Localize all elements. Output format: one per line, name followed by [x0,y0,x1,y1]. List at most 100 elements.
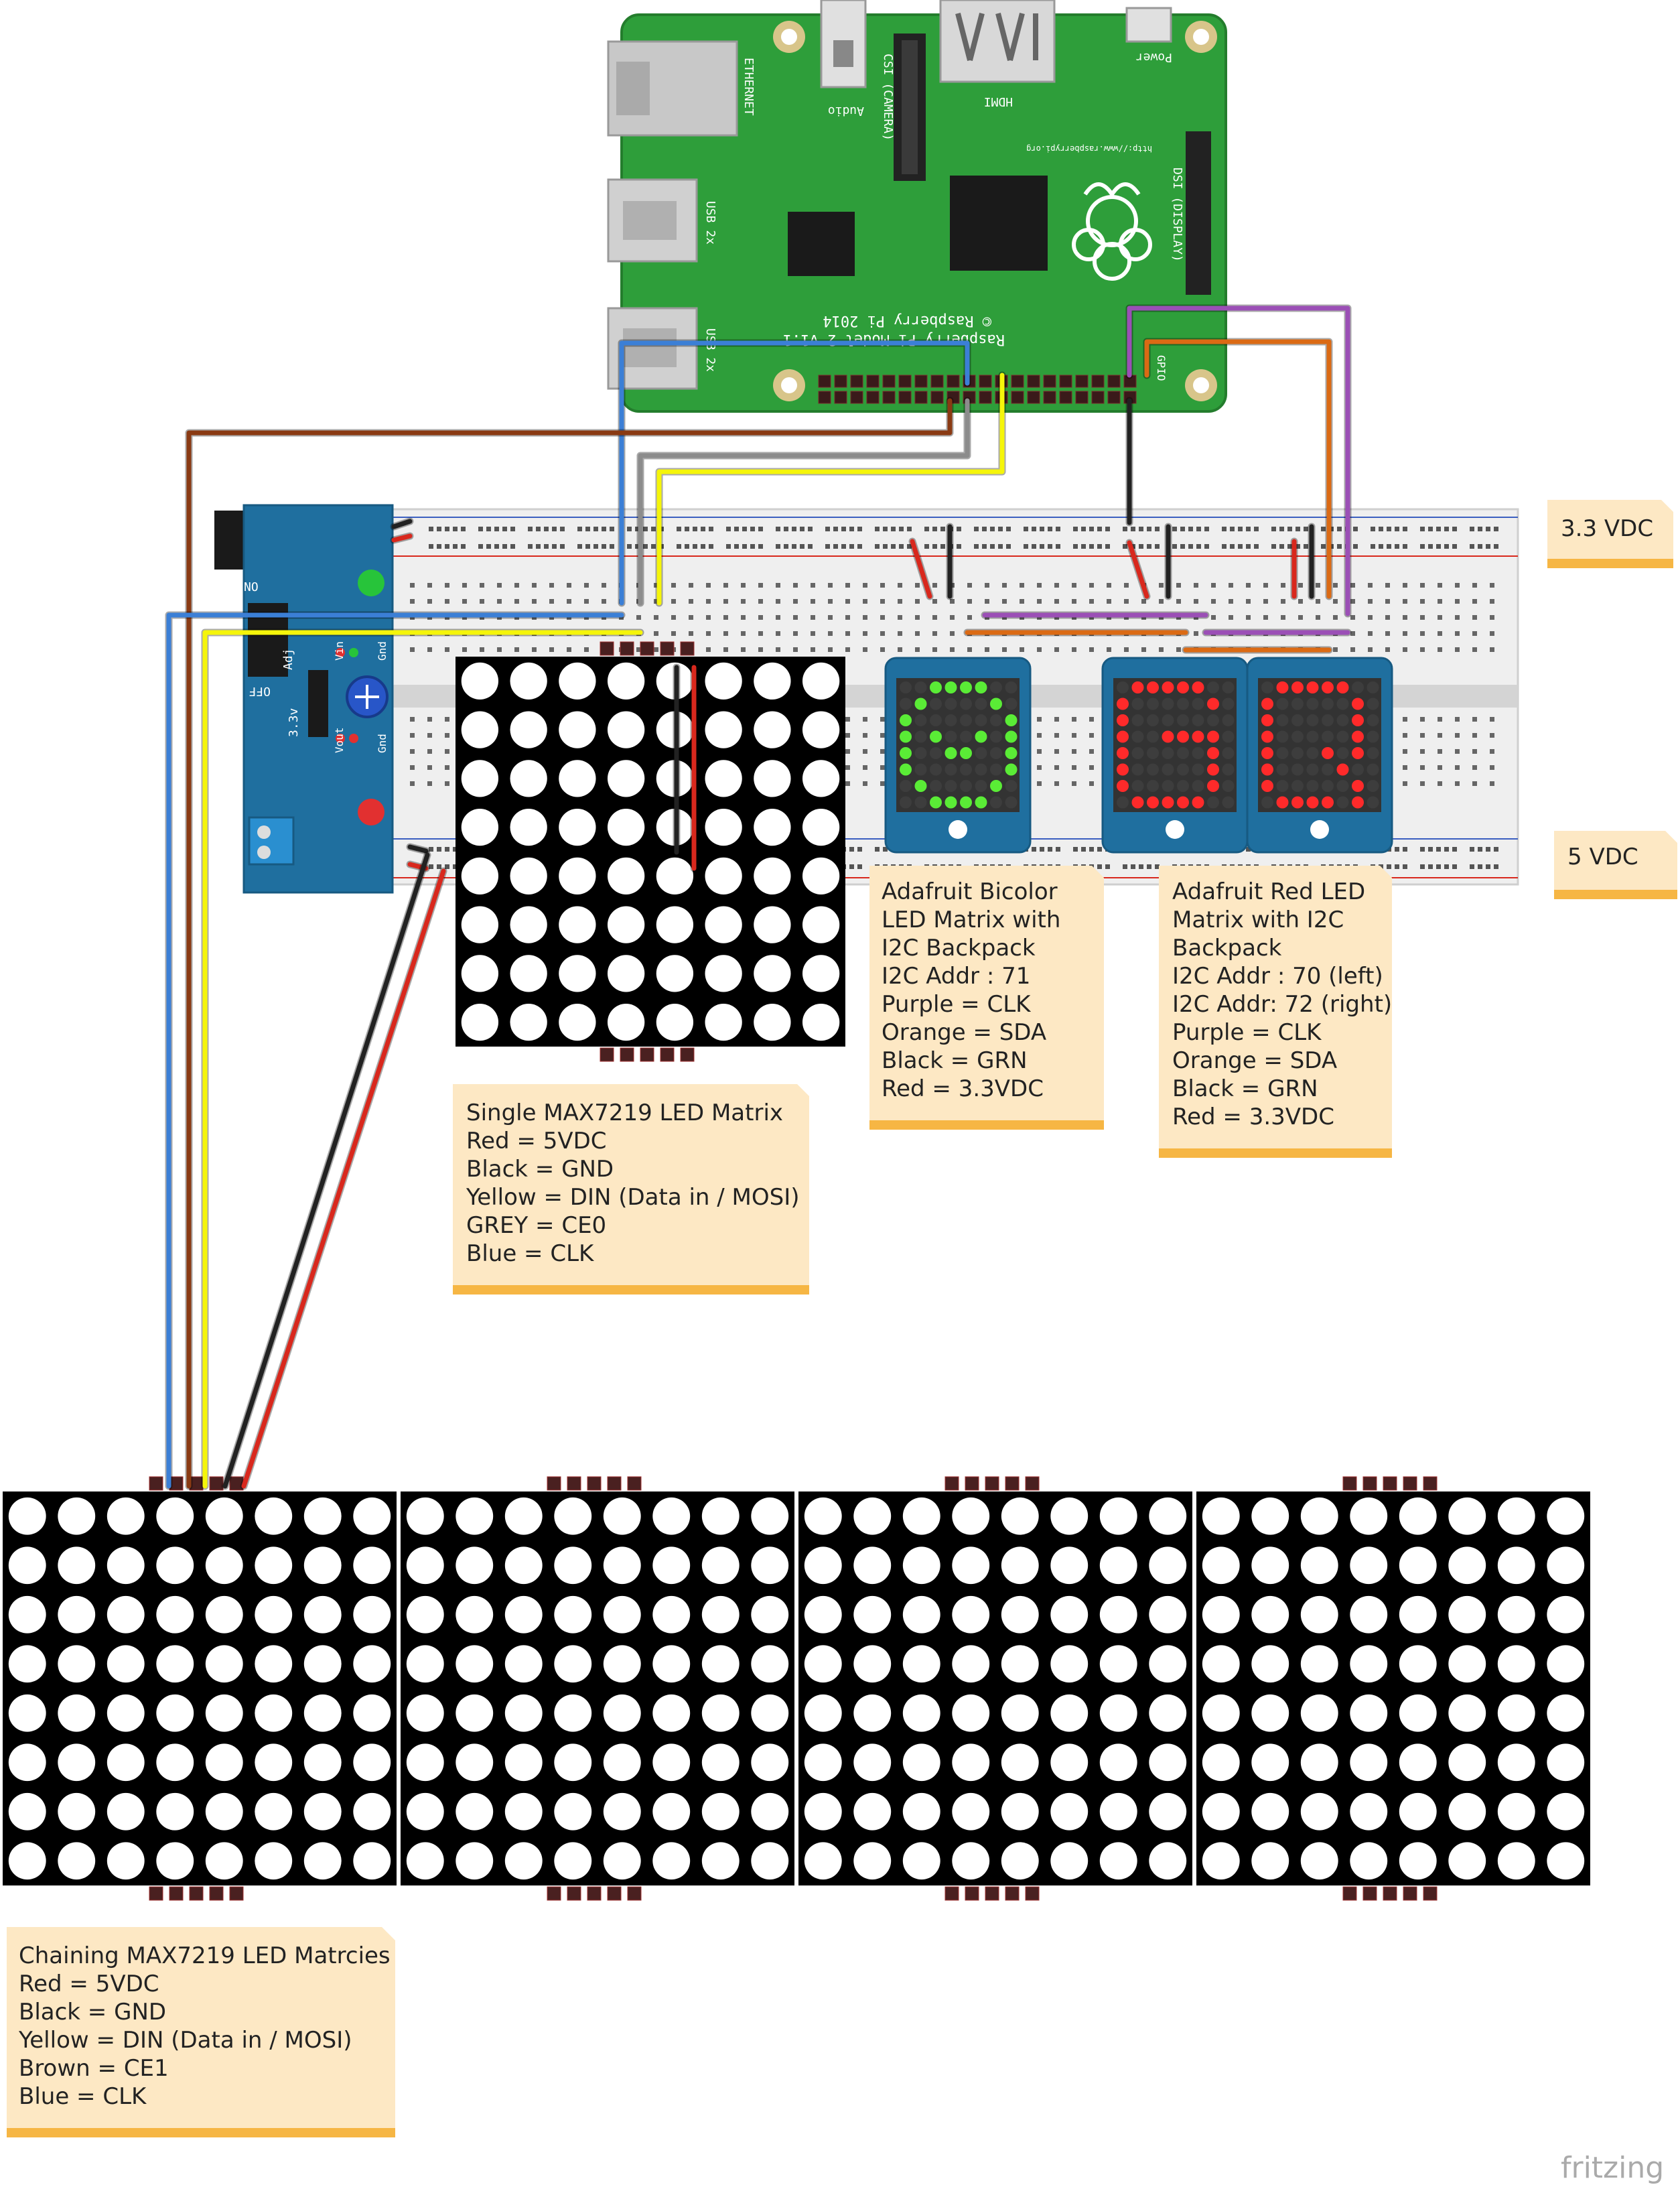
breadboard-hole [552,544,557,549]
led-dot [461,662,499,700]
breadboard-hole [742,527,747,531]
backpack-led [930,763,942,776]
bicolor-backpack [884,657,1032,854]
led-dot [559,906,596,943]
breadboard-hole [1072,647,1076,652]
breadboard-hole [1371,527,1375,531]
backpack-led [944,681,957,693]
breadboard-hole [880,647,885,652]
breadboard-hole [1395,544,1399,549]
breadboard-hole [1333,615,1338,620]
gpio-pin [1091,375,1105,388]
power-label: Power [1136,50,1172,64]
breadboard-hole [1494,864,1498,869]
led-dot [1202,1743,1240,1782]
backpack-led [1147,796,1159,809]
gpio-pin [914,375,928,388]
header-pin [587,1476,602,1491]
breadboard-hole [528,544,533,549]
breadboard-hole [567,599,571,604]
backpack-led [1336,747,1349,759]
backpack-led [900,714,912,726]
breadboard-hole [891,544,896,549]
breadboard-hole [1385,631,1390,636]
header-pin [567,1886,581,1901]
led-dot [853,1792,892,1831]
breadboard-hole [1037,733,1042,738]
breadboard-hole [610,527,614,531]
gpio-label: GPIO [1155,355,1168,381]
led-dot [504,1595,543,1634]
breadboard-hole [1486,864,1490,869]
breadboard-hole [863,631,867,636]
led-dot [456,1595,494,1634]
backpack-led [930,730,942,743]
breadboard-hole [723,615,728,620]
backpack-led [1222,780,1235,792]
breadboard-hole [1089,583,1094,588]
note-bicolor-matrix: Adafruit Bicolor LED Matrix with I2C Bac… [869,866,1104,1130]
led-dot [1050,1645,1089,1683]
led-dot [1251,1743,1289,1782]
breadboard-hole [1444,864,1449,869]
backpack-led [944,730,957,743]
breadboard-hole [1403,583,1407,588]
breadboard-hole [849,544,854,549]
breadboard-hole [1279,544,1284,549]
breadboard-hole [1107,647,1111,652]
breadboard-hole [1478,527,1482,531]
breadboard-hole [967,615,972,620]
backpack-led [1162,730,1174,743]
backpack-led [990,714,1002,726]
breadboard-hole [1032,847,1036,852]
gpio-pin [914,391,928,404]
display-connector [1186,131,1211,295]
breadboard-hole [750,527,755,531]
breadboard-hole [1438,765,1442,770]
breadboard-hole [1172,544,1177,549]
backpack-led [1261,698,1273,710]
breadboard-hole [643,544,648,549]
header-pin [1383,1886,1397,1901]
backpack-led [1192,730,1204,743]
led-dot [656,857,694,895]
breadboard-hole [985,647,989,652]
breadboard-hole [957,544,961,549]
breadboard-hole [1002,647,1007,652]
breadboard-hole [1472,599,1477,604]
breadboard-hole [1072,583,1076,588]
breadboard-hole [497,647,502,652]
breadboard-hole [560,544,565,549]
breadboard-hole [723,583,728,588]
breadboard-hole [1436,847,1441,852]
breadboard-hole [1056,527,1060,531]
breadboard-hole [924,544,929,549]
backpack-led [1162,698,1174,710]
wire-grey-ce0 [638,398,970,606]
led-dot [504,1645,543,1683]
gpio-pin [818,391,831,404]
note-chain-line: Red = 5VDC [19,1971,159,1997]
breadboard-hole [1387,864,1391,869]
backpack-led [1177,730,1189,743]
led-dot [1350,1546,1388,1585]
breadboard-hole [1263,583,1268,588]
backpack-led [900,681,912,693]
gnd-label-bottom: Gnd [376,734,389,753]
breadboard-hole [445,527,449,531]
note-bicolor-line: Purple = CLK [882,991,1032,1018]
led-dot [1399,1842,1437,1880]
breadboard-hole [497,599,502,604]
backpack-led [1276,681,1289,693]
breadboard-hole [1089,749,1094,754]
backpack-led [1306,780,1319,792]
breadboard-hole [461,527,466,531]
breadboard-hole [1002,583,1007,588]
breadboard-hole [932,527,937,531]
vout-label: Vout [333,727,346,753]
breadboard-hole [429,847,433,852]
header-pin [680,1047,695,1062]
backpack-led [1367,714,1379,726]
led-dot [1149,1645,1187,1683]
led-dot [456,1694,494,1732]
